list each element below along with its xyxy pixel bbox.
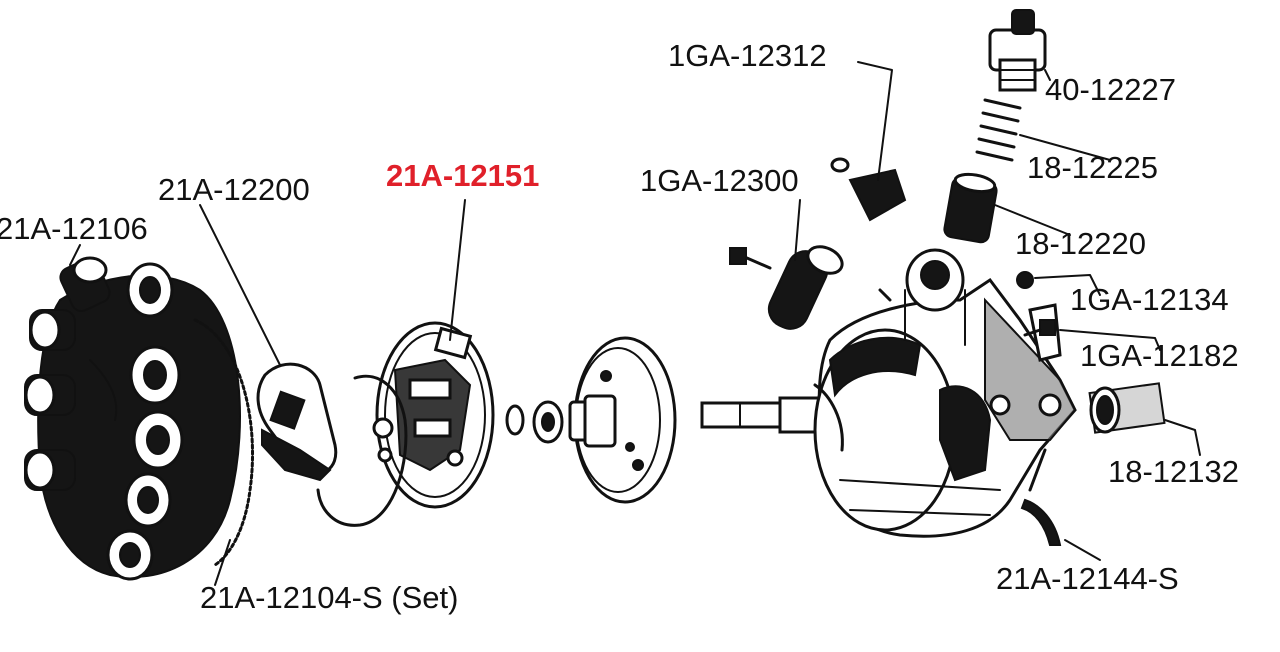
- distributor-cap: [24, 256, 241, 581]
- label-1GA-12182: 1GA-12182: [1080, 338, 1239, 373]
- leader-lines: [69, 61, 1201, 586]
- condenser: [729, 157, 907, 330]
- bushing: [1088, 382, 1166, 434]
- label-18-12220: 18-12220: [1015, 226, 1147, 261]
- distributor-housing: [813, 248, 1077, 538]
- rotor: [256, 362, 338, 482]
- label-18-12132: 18-12132: [1108, 454, 1240, 489]
- spring: [975, 98, 1022, 162]
- label-21A-12104-S-set: 21A-12104-S (Set): [200, 580, 459, 615]
- label-21A-12200: 21A-12200: [158, 172, 310, 207]
- label-1GA-12312: 1GA-12312: [668, 38, 827, 73]
- oiler: [988, 9, 1047, 92]
- label-18-12225: 18-12225: [1027, 150, 1159, 185]
- label-1GA-12134: 1GA-12134: [1070, 282, 1229, 317]
- label-21A-12151-highlighted: 21A-12151: [386, 158, 540, 193]
- label-21A-12106: 21A-12106: [0, 211, 148, 246]
- breaker-plate: [316, 321, 495, 527]
- wick: [943, 172, 998, 244]
- label-21A-12144-S: 21A-12144-S: [996, 561, 1179, 596]
- label-40-12227: 40-12227: [1045, 72, 1177, 107]
- cam-plate: [568, 336, 677, 504]
- label-1GA-12300: 1GA-12300: [640, 163, 799, 198]
